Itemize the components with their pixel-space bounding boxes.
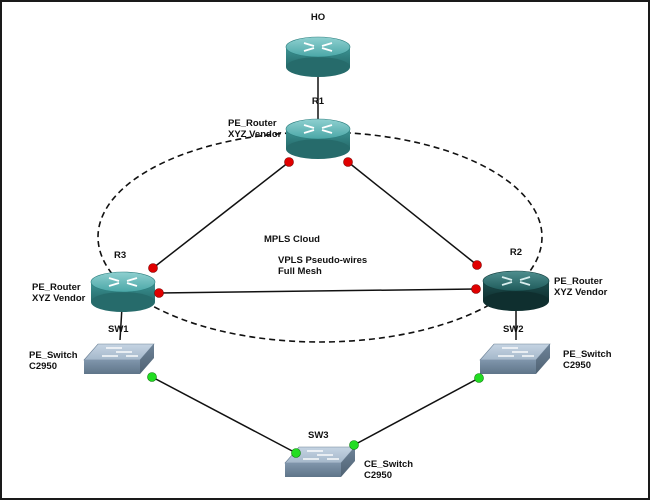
label-r2-vendor: XYZ Vendor: [554, 287, 608, 298]
label-sw1-role: PE_Switch: [29, 350, 78, 361]
label-r2-role: PE_Router: [554, 276, 603, 287]
endpoint-sw3-right: [349, 440, 359, 450]
endpoint-r1-right: [343, 157, 353, 167]
label-cloud-line1: VPLS Pseudo-wires: [278, 255, 367, 266]
router-arrows-icon: [108, 277, 138, 287]
label-cloud-title: MPLS Cloud: [264, 234, 320, 245]
label-sw1: SW1: [108, 324, 129, 335]
link-r3-sw1: [119, 306, 123, 341]
switch-arrows-icon: [102, 347, 138, 357]
label-r2: R2: [510, 247, 522, 258]
label-cloud-line2: Full Mesh: [278, 266, 322, 277]
switch-sw1[interactable]: [83, 343, 155, 374]
endpoint-r2-left: [471, 284, 481, 294]
switch-sw3[interactable]: [284, 446, 356, 477]
endpoint-sw1: [147, 372, 157, 382]
router-r2[interactable]: [482, 270, 550, 311]
label-ho: HO: [311, 12, 325, 23]
link-r3-r2: [158, 288, 477, 294]
endpoint-sw3-left: [291, 448, 301, 458]
label-r3: R3: [114, 250, 126, 261]
links: [119, 76, 517, 454]
endpoint-sw2: [474, 373, 484, 383]
access-endpoints: [147, 372, 484, 458]
router-r3[interactable]: [90, 271, 156, 312]
label-r3-role: PE_Router: [32, 282, 81, 293]
label-sw1-model: C2950: [29, 361, 57, 372]
label-sw2-role: PE_Switch: [563, 349, 612, 360]
link-sw2-sw3: [353, 377, 480, 446]
router-ho[interactable]: [285, 36, 351, 77]
switch-sw2[interactable]: [479, 343, 551, 374]
label-r1-vendor: XYZ Vendor: [228, 129, 282, 140]
router-arrows-icon: [501, 276, 531, 286]
label-r3-vendor: XYZ Vendor: [32, 293, 86, 304]
router-arrows-icon: [303, 124, 333, 134]
mpls-cloud-boundary: [97, 131, 543, 343]
label-sw2: SW2: [503, 324, 524, 335]
endpoint-r3-top: [148, 263, 158, 273]
switch-arrows-icon: [303, 450, 339, 460]
endpoint-r3-right: [154, 288, 164, 298]
label-sw3: SW3: [308, 430, 329, 441]
endpoint-r1-left: [284, 157, 294, 167]
label-r1: R1: [312, 96, 325, 107]
link-r1-r2: [347, 161, 478, 266]
core-endpoints: [148, 157, 482, 298]
label-r1-role: PE_Router: [228, 118, 277, 129]
link-r1-r3: [152, 161, 290, 269]
label-sw3-role: CE_Switch: [364, 459, 413, 470]
switch-arrows-icon: [498, 347, 534, 357]
label-sw2-model: C2950: [563, 360, 591, 371]
link-sw1-sw3: [151, 376, 297, 454]
router-arrows-icon: [303, 42, 333, 52]
endpoint-r2-top: [472, 260, 482, 270]
router-r1[interactable]: [285, 118, 351, 159]
label-sw3-model: C2950: [364, 470, 392, 481]
